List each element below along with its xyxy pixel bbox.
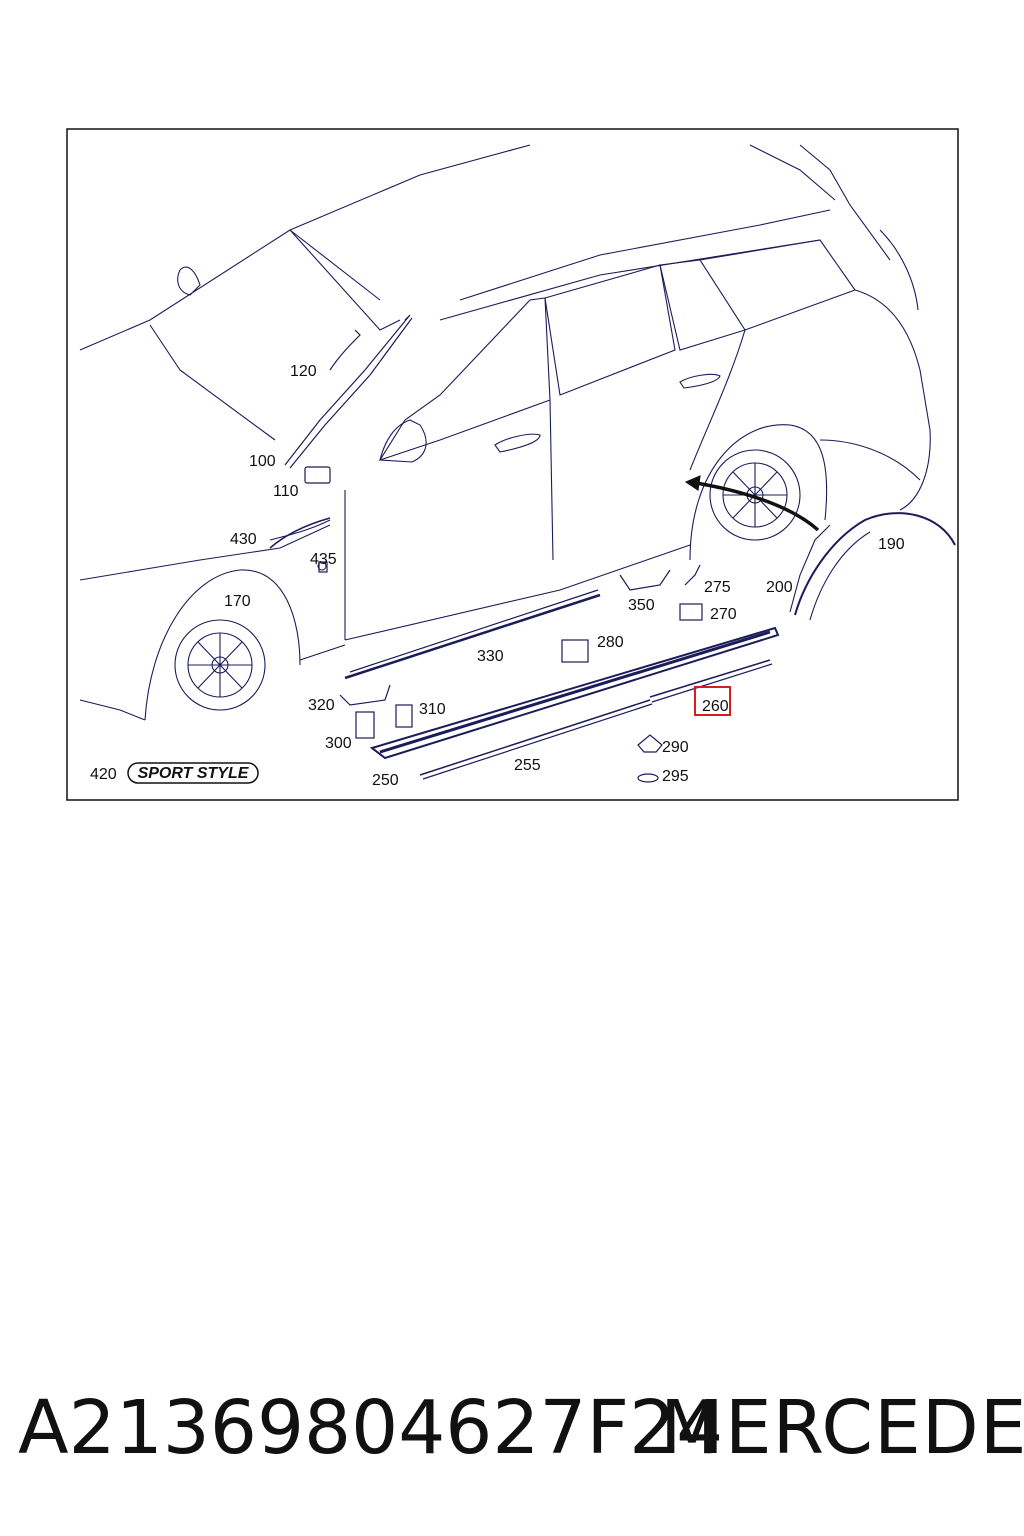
callout-250: 250 [372,772,399,789]
callout-275: 275 [704,579,731,596]
callout-120: 120 [290,363,317,380]
callout-100: 100 [249,453,276,470]
callout-255: 255 [514,757,541,774]
callout-330: 330 [477,648,504,665]
callout-435: 435 [310,551,337,568]
sport-style-emblem: SPORT STYLE [127,762,259,784]
callout-110: 110 [273,483,299,500]
callout-430: 430 [230,531,257,548]
callout-280: 280 [597,634,624,651]
emblem-text: SPORT STYLE [138,765,250,782]
parts-diagram: SPORT STYLE 120 100 110 430 435 170 190 … [66,128,959,801]
callout-190: 190 [878,536,905,553]
callout-260: 260 [702,698,729,715]
diagram-frame [66,128,959,801]
parts-small [284,314,780,783]
callout-295: 295 [662,768,689,785]
callout-labels: 120 100 110 430 435 170 190 200 275 270 … [90,363,905,789]
part-number: A21369804627F24 [18,1385,724,1471]
callout-310: 310 [419,701,446,718]
callout-270: 270 [710,606,737,623]
callout-170: 170 [224,593,251,610]
callout-200: 200 [766,579,793,596]
callout-290: 290 [662,739,689,756]
callout-350: 350 [628,597,655,614]
callout-420: 420 [90,766,117,783]
brand-name: MERCEDES [660,1385,1024,1471]
callout-300: 300 [325,735,352,752]
callout-320: 320 [308,697,335,714]
callout-260-highlight [694,686,731,716]
car-body-outline [79,144,956,721]
